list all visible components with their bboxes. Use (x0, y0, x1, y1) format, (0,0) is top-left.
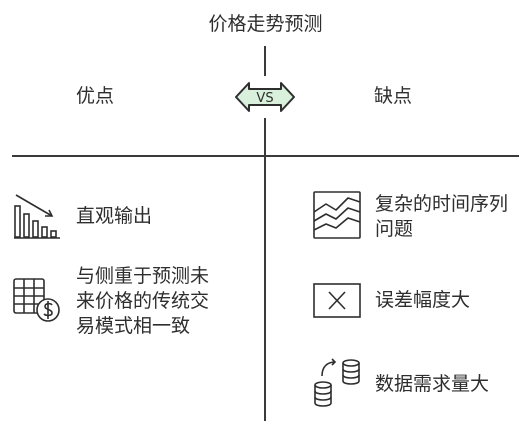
pros-item-2-line-2: 来价格的传统交 (76, 290, 210, 312)
pros-header: 优点 (76, 85, 115, 107)
declining-bar-chart-icon (14, 194, 60, 239)
spreadsheet-dollar-icon (13, 278, 60, 322)
close-x-icon (313, 283, 361, 318)
pros-item-2-line-3: 易模式相一致 (76, 315, 191, 337)
cons-item-1-line-1: 复杂的时间序列 (375, 193, 509, 215)
multi-line-chart-icon (313, 191, 361, 239)
vs-label: VS (256, 91, 273, 106)
pros-item-2-line-1: 与侧重于预测未 (76, 265, 210, 287)
cons-header: 缺点 (374, 85, 413, 107)
database-transfer-icon (314, 358, 360, 407)
diagram-title: 价格走势预测 (208, 13, 323, 35)
cons-item-3: 数据需求量大 (375, 373, 490, 395)
pros-item-1: 直观输出 (76, 205, 153, 227)
cons-item-1-line-2: 问题 (375, 218, 414, 240)
vs-badge: VS (235, 82, 295, 112)
cons-item-2: 误差幅度大 (375, 289, 471, 311)
